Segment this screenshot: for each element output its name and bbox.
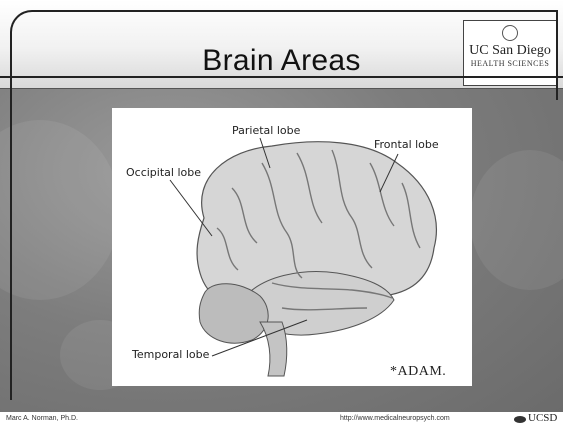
adam-credit: *ADAM. <box>390 364 446 380</box>
ucsd-mark-icon <box>514 416 526 423</box>
label-occipital-lobe: Occipital lobe <box>126 166 201 179</box>
label-frontal-lobe: Frontal lobe <box>374 138 439 151</box>
background-blob <box>0 120 120 300</box>
header-frame <box>10 10 558 100</box>
background-blob <box>470 150 563 290</box>
label-parietal-lobe: Parietal lobe <box>232 124 300 137</box>
header-rule <box>0 76 563 78</box>
slide-footer: Marc A. Norman, Ph.D. http://www.medical… <box>0 412 563 427</box>
footer-brand: UCSD <box>528 412 557 424</box>
footer-author: Marc A. Norman, Ph.D. <box>6 415 78 422</box>
label-temporal-lobe: Temporal lobe <box>132 348 209 361</box>
footer-url: http://www.medicalneuropsych.com <box>340 415 450 422</box>
slide-left-edge <box>10 90 12 400</box>
brain-figure: Parietal lobe Frontal lobe Occipital lob… <box>112 108 472 386</box>
brainstem-shape <box>260 322 287 376</box>
